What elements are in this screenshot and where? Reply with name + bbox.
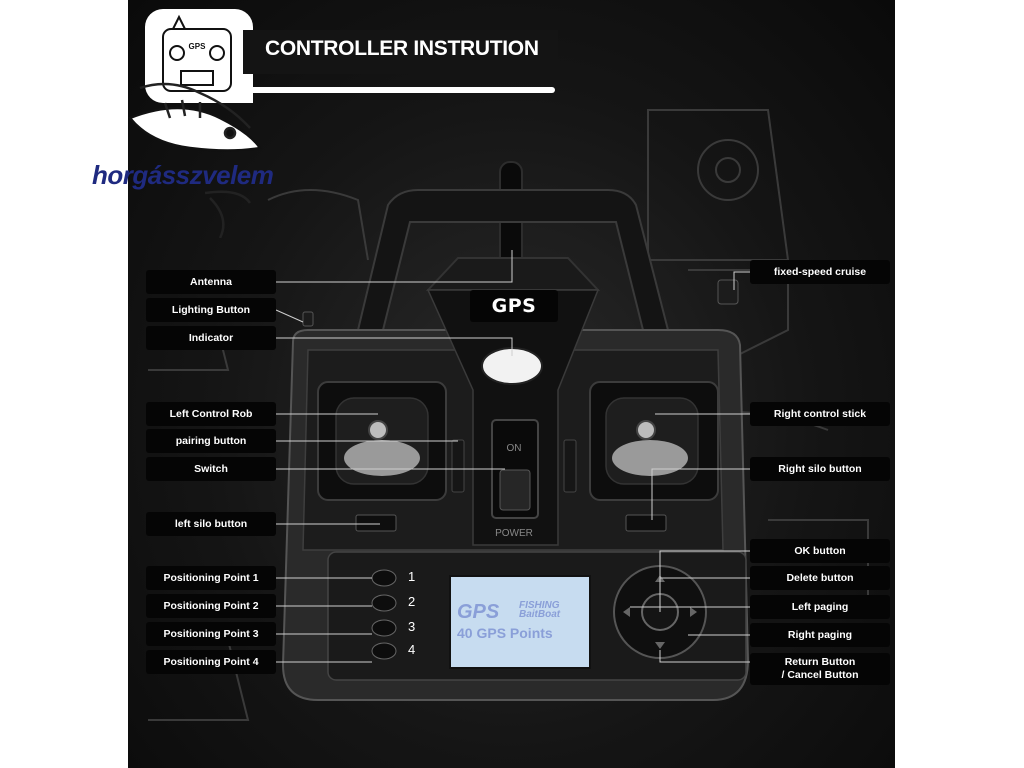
center-spine [426, 289, 600, 546]
label-switch: Switch [146, 457, 276, 481]
label-left-silo-button: left silo button [146, 512, 276, 536]
lcd-baitboat-text: BaitBoat [519, 609, 561, 620]
lighting-button[interactable] [302, 311, 314, 327]
label-ok-button: OK button [750, 539, 890, 563]
position-number-3: 3 [408, 619, 416, 634]
label-fixed-speed-cruise: fixed-speed cruise [750, 260, 890, 284]
title-bar [243, 30, 558, 74]
label-positioning-point-4: Positioning Point 4 [146, 650, 276, 674]
label-positioning-point-3: Positioning Point 3 [146, 622, 276, 646]
lcd-fishing-baitboat: FISHING BaitBoat [519, 600, 561, 620]
label-lighting-button: Lighting Button [146, 298, 276, 322]
lcd-screen: GPS FISHING BaitBoat 40 GPS Points [449, 575, 591, 669]
label-delete-button: Delete button [750, 566, 890, 590]
position-number-4: 4 [408, 642, 416, 657]
left-silo-button[interactable] [355, 514, 397, 532]
watermark-text: horgásszvelem [92, 160, 274, 190]
left-paging-button[interactable] [623, 607, 630, 617]
position-number-2: 2 [408, 594, 416, 609]
label-right-control-stick: Right control stick [750, 402, 890, 426]
pairing-button[interactable] [451, 439, 465, 493]
positioning-button-3[interactable] [371, 619, 397, 637]
label-left-control-rob: Left Control Rob [146, 402, 276, 426]
label-left-paging: Left paging [750, 595, 890, 619]
label-antenna: Antenna [146, 270, 276, 294]
label-positioning-point-1: Positioning Point 1 [146, 566, 276, 590]
controller-badge-icon: GPS [145, 9, 253, 103]
positioning-button-2[interactable] [371, 594, 397, 612]
label-right-silo-button: Right silo button [750, 457, 890, 481]
label-return-cancel-button: Return Button / Cancel Button [750, 653, 890, 685]
fish-logo-icon [127, 82, 263, 238]
return-button[interactable] [655, 642, 665, 649]
label-positioning-point-2: Positioning Point 2 [146, 594, 276, 618]
lcd-fishing-text: FISHING [519, 600, 560, 611]
right-silo-button[interactable] [625, 514, 667, 532]
left-stick-base [344, 440, 420, 476]
left-control-stick[interactable] [368, 420, 388, 440]
power-text: POWER [495, 528, 533, 539]
position-number-1: 1 [408, 569, 416, 584]
positioning-button-4[interactable] [371, 642, 397, 660]
lcd-gps-points: 40 GPS Points [457, 625, 553, 641]
label-pairing-button: pairing button [146, 429, 276, 453]
page-title: CONTROLLER INSTRUTION [265, 37, 539, 60]
label-right-paging: Right paging [750, 623, 890, 647]
fixed-speed-cruise-knob[interactable] [717, 279, 739, 305]
switch-on-text: ON [507, 443, 522, 454]
label-indicator: Indicator [146, 326, 276, 350]
right-control-stick[interactable] [636, 420, 656, 440]
right-stick-base [612, 440, 688, 476]
right-side-toggle[interactable] [563, 439, 577, 493]
title-underline [243, 87, 555, 93]
badge-gps-text: GPS [189, 42, 207, 51]
lcd-gps-logo: GPS [457, 601, 500, 623]
right-paging-button[interactable] [690, 607, 697, 617]
device-gps-label: GPS [470, 290, 558, 322]
